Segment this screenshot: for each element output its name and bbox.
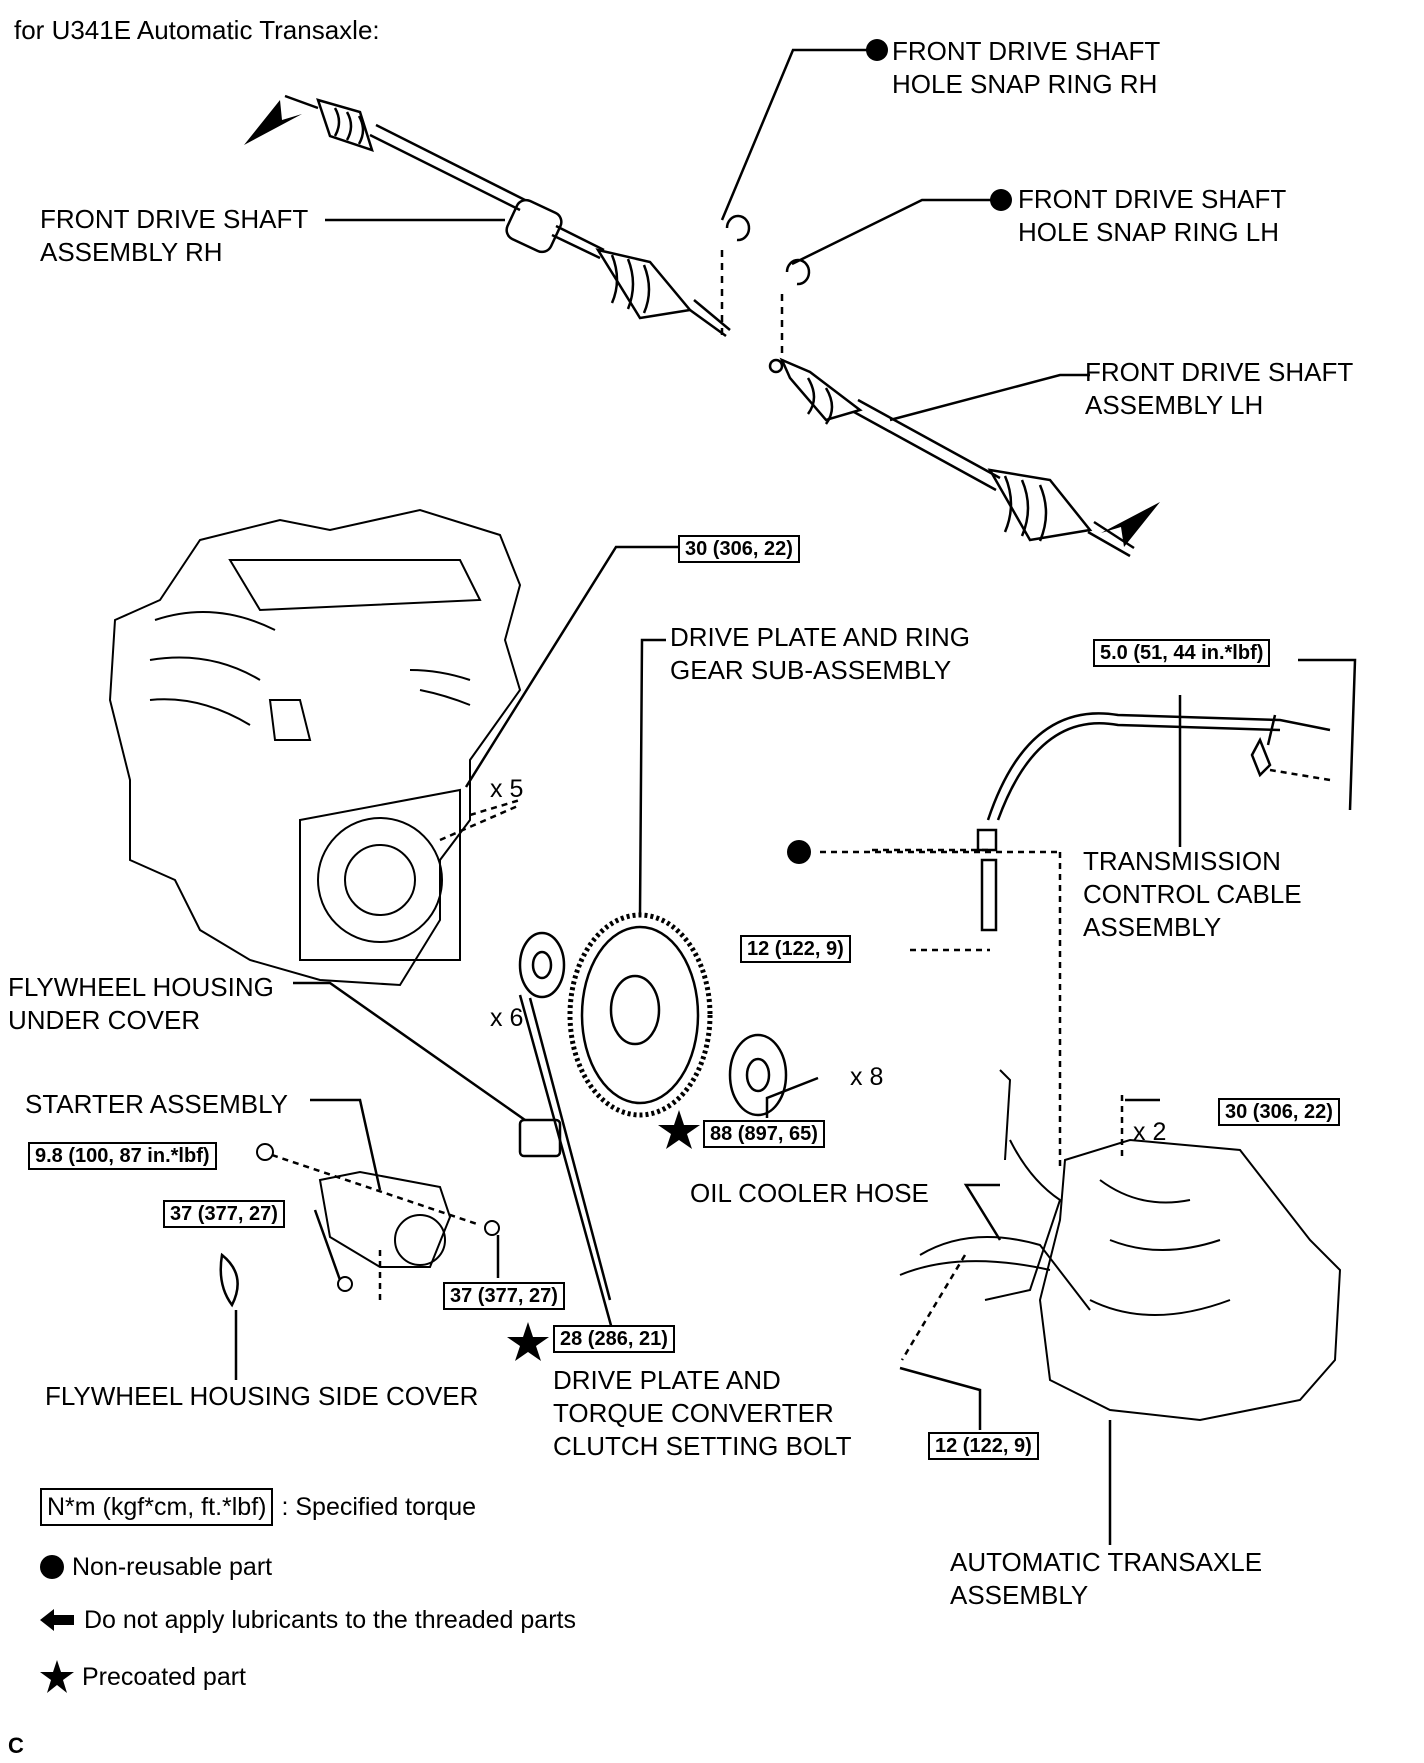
side-cover-part [219, 1252, 239, 1308]
engine-drawing [108, 508, 522, 987]
label-line: CONTROL CABLE [1083, 879, 1302, 909]
torque-cable-nut: 12 (122, 9) [740, 935, 851, 963]
corner-mark: C [8, 1733, 24, 1758]
torque-setting-bolt: 28 (286, 21) [553, 1325, 675, 1353]
torque-hose-bolt: 12 (122, 9) [928, 1432, 1039, 1460]
legend-torque-text: : Specified torque [281, 1493, 477, 1521]
snap-ring-lh [785, 258, 811, 286]
quantity-x5: x 5 [490, 775, 524, 803]
transaxle-drawing [899, 1069, 1342, 1422]
oil-cooler-hose-label: OIL COOLER HOSE [690, 1178, 929, 1208]
torque-drive-plate: 88 (897, 65) [703, 1120, 825, 1148]
quantity-x6: x 6 [490, 1004, 524, 1032]
legend-precoated: Precoated part [40, 1660, 246, 1694]
label-line: ASSEMBLY RH [40, 237, 223, 267]
label-line: DRIVE PLATE AND RING [670, 622, 971, 652]
no-lubricant-arrow-icon [40, 1609, 74, 1631]
control-cable-label: TRANSMISSION CONTROL CABLE ASSEMBLY [1083, 845, 1302, 944]
label-line: DRIVE PLATE AND [553, 1365, 781, 1395]
quantity-x2: x 2 [1133, 1118, 1167, 1146]
no-lubricant-arrow-icon [244, 100, 302, 145]
snap-ring-lh-label: FRONT DRIVE SHAFT HOLE SNAP RING LH [1018, 183, 1286, 249]
label-line: ASSEMBLY [950, 1580, 1089, 1610]
under-cover-part [518, 1118, 562, 1158]
control-cable-drawing [976, 712, 1331, 932]
torque-engine-bolt: 30 (306, 22) [678, 535, 800, 563]
legend-nonreusable-text: Non-reusable part [72, 1553, 273, 1581]
front-drive-shaft-lh-drawing [768, 357, 1135, 558]
snap-ring-rh [725, 214, 751, 242]
torque-transaxle-bolt: 30 (306, 22) [1218, 1098, 1340, 1126]
non-reusable-dot-icon [990, 189, 1012, 211]
legend-nonreusable: Non-reusable part [40, 1552, 272, 1582]
torque-starter-bolt-1: 37 (377, 27) [163, 1200, 285, 1228]
label-line: FRONT DRIVE SHAFT [1085, 357, 1354, 387]
legend-torque-box: N*m (kgf*cm, ft.*lbf) [40, 1488, 274, 1526]
label-line: HOLE SNAP RING RH [892, 69, 1158, 99]
setting-bolt-label: DRIVE PLATE AND TORQUE CONVERTER CLUTCH … [553, 1364, 852, 1463]
label-line: HOLE SNAP RING LH [1018, 217, 1280, 247]
front-drive-shaft-lh-label: FRONT DRIVE SHAFT ASSEMBLY LH [1085, 356, 1353, 422]
label-line: TORQUE CONVERTER [553, 1398, 834, 1428]
legend-no-lubricant: Do not apply lubricants to the threaded … [40, 1605, 576, 1635]
flywheel-side-cover-label: FLYWHEEL HOUSING SIDE COVER [45, 1381, 479, 1411]
no-lubricant-arrow-icon [1101, 502, 1160, 547]
torque-starter-nut: 9.8 (100, 87 in.*lbf) [28, 1142, 217, 1170]
transaxle-label: AUTOMATIC TRANSAXLE ASSEMBLY [950, 1546, 1262, 1612]
drive-plate-label: DRIVE PLATE AND RING GEAR SUB-ASSEMBLY [670, 621, 970, 687]
label-line: UNDER COVER [8, 1005, 201, 1035]
label-line: GEAR SUB-ASSEMBLY [670, 655, 952, 685]
label-line: ASSEMBLY [1083, 912, 1222, 942]
precoated-star-icon [658, 1110, 700, 1149]
label-line: ASSEMBLY LH [1085, 390, 1264, 420]
label-line: AUTOMATIC TRANSAXLE [950, 1547, 1263, 1577]
non-reusable-dot-icon [866, 39, 888, 61]
quantity-x8: x 8 [850, 1063, 884, 1091]
legend-no-lubricant-text: Do not apply lubricants to the threaded … [84, 1606, 576, 1634]
torque-starter-bolt-2: 37 (377, 27) [443, 1282, 565, 1310]
label-line: CLUTCH SETTING BOLT [553, 1431, 852, 1461]
precoated-star-icon [507, 1322, 549, 1361]
starter-assembly-label: STARTER ASSEMBLY [25, 1089, 288, 1119]
label-line: FRONT DRIVE SHAFT [1018, 184, 1287, 214]
precoated-star-icon [40, 1660, 74, 1693]
non-reusable-dot-icon [40, 1555, 64, 1579]
flywheel-under-cover-label: FLYWHEEL HOUSING UNDER COVER [8, 971, 274, 1037]
legend-torque: N*m (kgf*cm, ft.*lbf) : Specified torque [40, 1488, 476, 1526]
starter-drawing [256, 1143, 500, 1292]
label-line: TRANSMISSION [1083, 846, 1281, 876]
label-line: FRONT DRIVE SHAFT [892, 36, 1161, 66]
torque-cable-bracket: 5.0 (51, 44 in.*lbf) [1093, 639, 1271, 667]
label-line: FRONT DRIVE SHAFT [40, 204, 309, 234]
snap-ring-rh-label: FRONT DRIVE SHAFT HOLE SNAP RING RH [892, 35, 1160, 101]
non-reusable-dot-icon [787, 840, 811, 864]
page-title: for U341E Automatic Transaxle: [14, 15, 380, 45]
front-drive-shaft-rh-label: FRONT DRIVE SHAFT ASSEMBLY RH [40, 203, 308, 269]
legend-precoated-text: Precoated part [82, 1663, 246, 1691]
label-line: FLYWHEEL HOUSING [8, 972, 274, 1002]
front-drive-shaft-rh-drawing [284, 94, 731, 338]
